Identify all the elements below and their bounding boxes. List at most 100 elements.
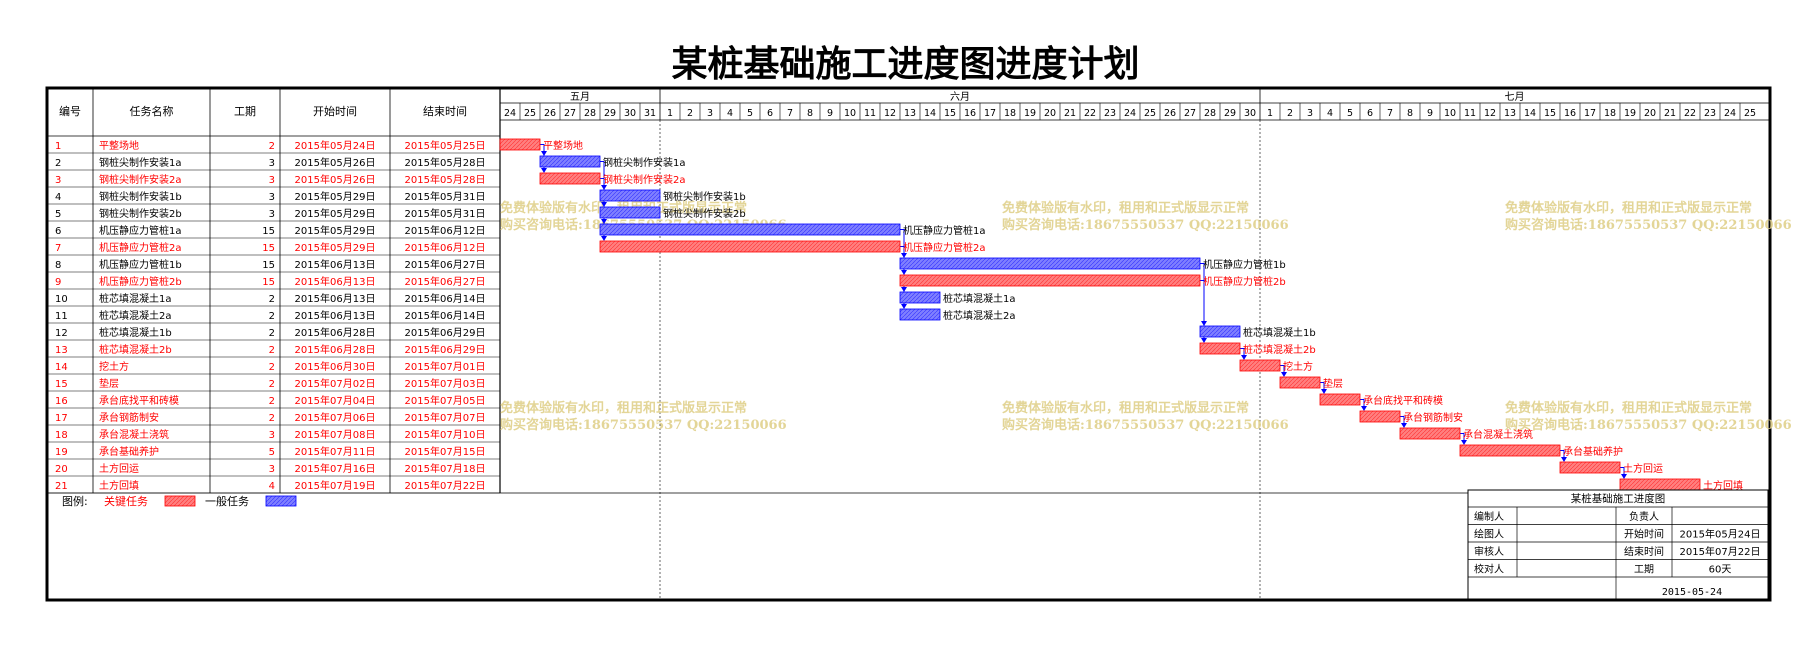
day-label: 30: [1244, 108, 1256, 119]
cell-end: 2015年07月05日: [405, 394, 486, 407]
cell-end: 2015年06月27日: [405, 275, 486, 288]
day-label: 25: [1144, 108, 1156, 119]
outer-frame: [45, 86, 1772, 602]
cell-id: 9: [55, 277, 61, 288]
info-box-cell: 绘图人: [1474, 528, 1504, 541]
day-label: 14: [1524, 108, 1536, 119]
gantt-bar: [1399, 427, 1461, 440]
day-label: 29: [1224, 108, 1236, 119]
bar-label: 钢桩尖制作安装2a: [603, 173, 686, 186]
month-label: 七月: [1505, 91, 1525, 103]
info-box-cell: 2015年05月24日: [1680, 528, 1761, 541]
cell-duration: 2: [269, 362, 275, 373]
cell-end: 2015年07月03日: [405, 377, 486, 390]
cell-end: 2015年07月10日: [405, 428, 486, 441]
dependency-link: [1240, 348, 1245, 358]
cell-start: 2015年06月28日: [295, 326, 376, 339]
cell-duration: 15: [262, 260, 275, 271]
task-bars: 平整场地钢桩尖制作安装1a钢桩尖制作安装2a钢桩尖制作安装1b钢桩尖制作安装2b…: [499, 138, 1743, 492]
day-label: 5: [747, 108, 753, 119]
cell-start: 2015年07月11日: [295, 445, 376, 458]
cell-id: 16: [55, 396, 68, 407]
cell-start: 2015年05月26日: [295, 156, 376, 169]
day-label: 17: [1584, 108, 1596, 119]
cell-end: 2015年07月01日: [405, 360, 486, 373]
dependency-arrow: [1281, 372, 1287, 377]
cell-name: 钢桩尖制作安装2b: [99, 207, 182, 220]
bar-label: 桩芯填混凝土1a: [943, 292, 1016, 305]
day-label: 14: [924, 108, 936, 119]
cell-start: 2015年07月06日: [295, 411, 376, 424]
gantt-bar: [899, 274, 1201, 287]
dependency-arrow: [1361, 406, 1367, 411]
bar-label: 土方回运: [1623, 462, 1663, 475]
day-label: 4: [727, 108, 733, 119]
watermark-line: 购买咨询电话:18675550537 QQ:22150066: [1505, 417, 1792, 433]
day-label: 1: [667, 108, 673, 119]
watermark-line: 购买咨询电话:18675550537 QQ:22150066: [1002, 217, 1289, 233]
chart-title: 某桩基础施工进度图进度计划: [671, 43, 1140, 85]
day-label: 18: [1004, 108, 1016, 119]
cell-name: 垫层: [99, 377, 119, 390]
cell-end: 2015年06月29日: [405, 343, 486, 356]
info-box-cell: 负责人: [1629, 510, 1659, 523]
cell-duration: 15: [262, 226, 275, 237]
dependency-arrow: [1461, 440, 1467, 445]
legend-prefix: 图例:: [62, 494, 88, 508]
bar-label: 机压静应力管桩2b: [1203, 275, 1286, 288]
cell-start: 2015年06月13日: [295, 292, 376, 305]
cell-id: 10: [55, 294, 68, 305]
watermark-line: 免费体验版有水印，租用和正式版显示正常: [1002, 200, 1249, 216]
gantt-bar: [599, 240, 901, 253]
cell-name: 机压静应力管桩2a: [99, 241, 182, 254]
cell-name: 钢桩尖制作安装2a: [99, 173, 182, 186]
dependency-arrow: [541, 168, 547, 173]
day-label: 16: [964, 108, 976, 119]
info-box-cell: 结束时间: [1624, 545, 1664, 558]
info-box-cell: 2015年07月22日: [1680, 545, 1761, 558]
day-label: 3: [1307, 108, 1313, 119]
day-label: 9: [1427, 108, 1433, 119]
info-box-frame: [1467, 489, 1769, 600]
day-label: 9: [827, 108, 833, 119]
bar-label: 承台钢筋制安: [1403, 411, 1463, 424]
legend-critical-label: 关键任务: [104, 494, 148, 508]
gantt-bar: [1559, 461, 1621, 474]
cell-id: 5: [55, 209, 61, 220]
cell-start: 2015年06月13日: [295, 275, 376, 288]
day-label: 13: [1504, 108, 1516, 119]
day-label: 25: [1744, 108, 1756, 119]
info-box-date: 2015-05-24: [1662, 587, 1722, 598]
watermark-line: 免费体验版有水印，租用和正式版显示正常: [1505, 400, 1752, 416]
cell-name: 承台底找平和砖模: [99, 394, 179, 407]
cell-end: 2015年07月18日: [405, 462, 486, 475]
cell-id: 8: [55, 260, 61, 271]
info-box-cell: 审核人: [1474, 545, 1504, 558]
legend-critical-swatch: [164, 495, 196, 507]
cell-start: 2015年07月02日: [295, 377, 376, 390]
cell-duration: 2: [269, 345, 275, 356]
info-box-cell: 工期: [1634, 564, 1654, 576]
day-label: 22: [1684, 108, 1696, 119]
cell-id: 15: [55, 379, 68, 390]
day-label: 3: [707, 108, 713, 119]
cell-start: 2015年07月04日: [295, 394, 376, 407]
gantt-bar: [899, 308, 941, 321]
cell-end: 2015年07月15日: [405, 445, 486, 458]
cell-duration: 2: [269, 294, 275, 305]
day-label: 16: [1564, 108, 1576, 119]
cell-id: 14: [55, 362, 68, 373]
cell-id: 17: [55, 413, 68, 424]
day-label: 4: [1327, 108, 1333, 119]
cell-name: 承台钢筋制安: [99, 411, 159, 424]
day-label: 20: [1044, 108, 1056, 119]
cell-duration: 2: [269, 311, 275, 322]
dependency-link: [900, 246, 905, 307]
day-label: 28: [1204, 108, 1216, 119]
day-label: 10: [1444, 108, 1456, 119]
cell-name: 承台基础养护: [99, 445, 159, 458]
day-label: 24: [1724, 108, 1736, 119]
cell-start: 2015年05月29日: [295, 224, 376, 237]
cell-end: 2015年05月31日: [405, 190, 486, 203]
